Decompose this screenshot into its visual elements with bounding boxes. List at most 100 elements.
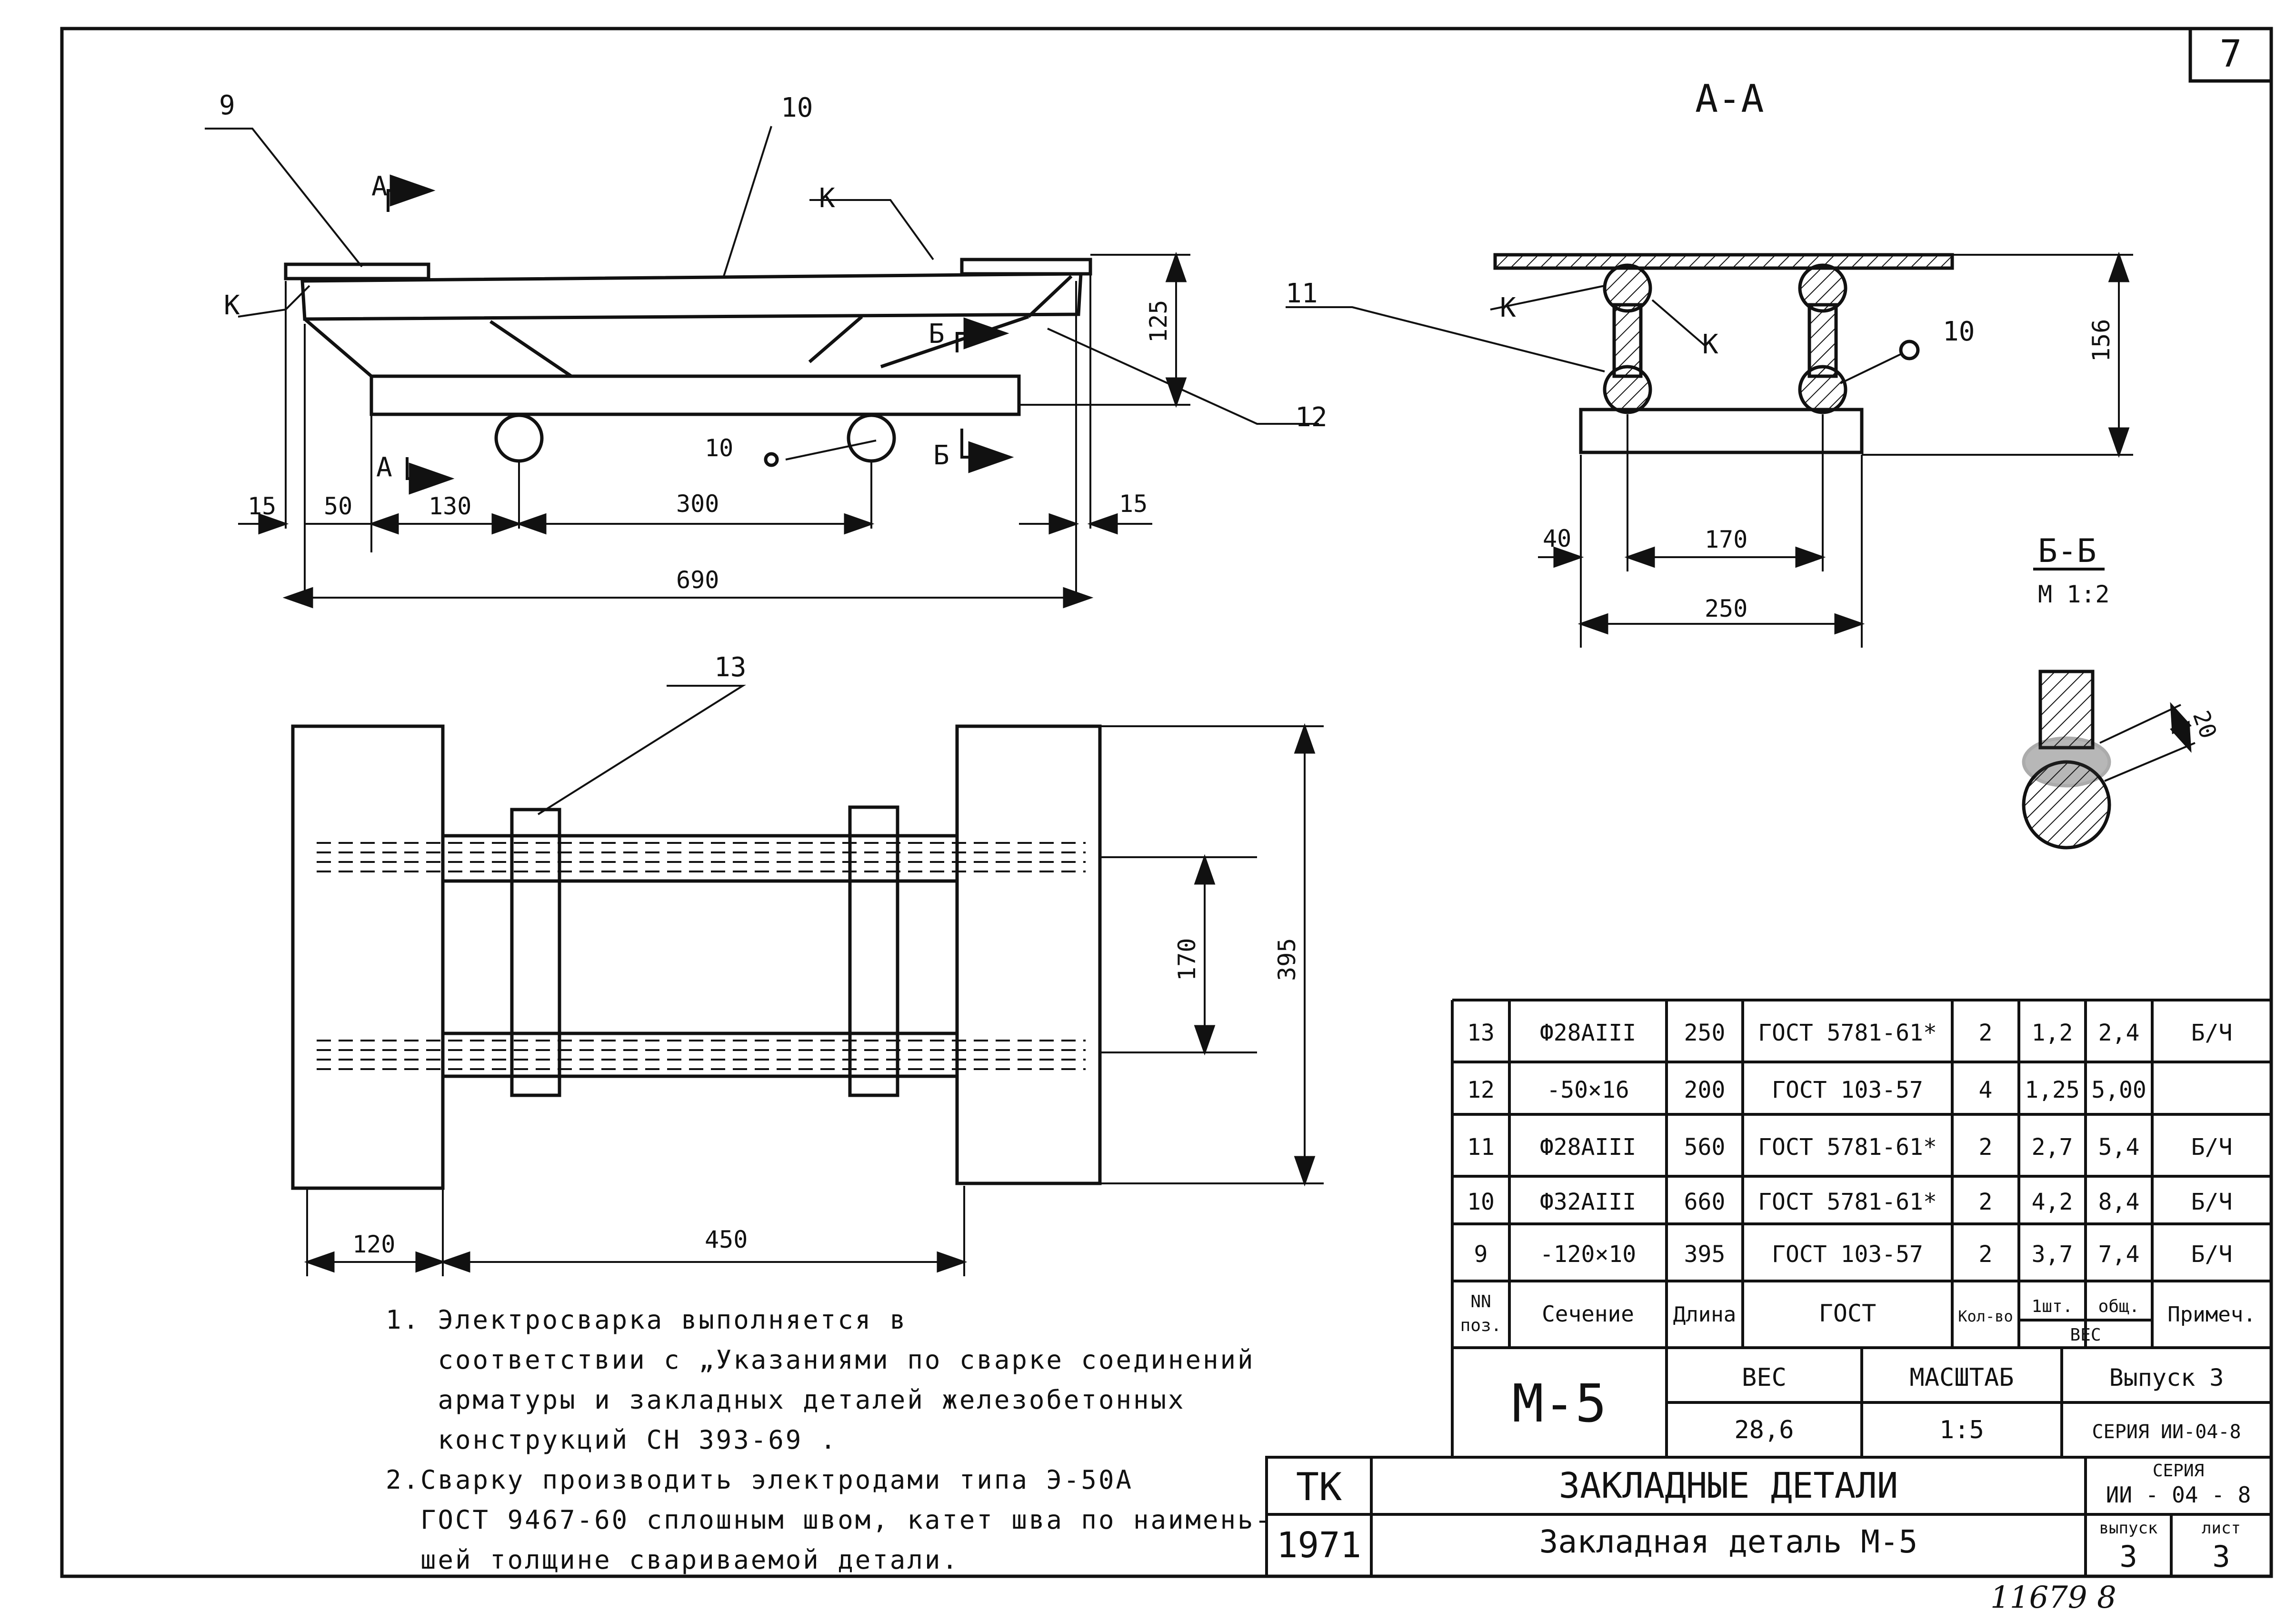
series-label: СЕРИЯ: [2153, 1461, 2204, 1481]
section-bb: [2022, 568, 2196, 850]
plan-plate-9-right: [955, 724, 1102, 1185]
plan-plate-9-left: [291, 724, 445, 1190]
bar-10-top: [300, 272, 1083, 321]
table-cell: ГОСТ 5781-61*: [1758, 1189, 1937, 1215]
table-cell: 660: [1684, 1189, 1726, 1215]
title-line-2: Закладная деталь М-5: [1539, 1523, 1918, 1560]
table-cell: 395: [1684, 1241, 1726, 1268]
issue-label-top: Выпуск 3: [2109, 1364, 2224, 1392]
plan-bar-12-left: [510, 808, 561, 1097]
plate-9-left: [284, 262, 430, 280]
dim-300: 300: [676, 490, 719, 518]
dim-15-right: 15: [1119, 490, 1148, 518]
dim-170-plan: 170: [1173, 938, 1201, 981]
table-header-w1: 1шт.: [2032, 1297, 2073, 1316]
callout-pos-10-top: 10: [781, 92, 813, 123]
table-header-weight: ВЕС: [2070, 1325, 2101, 1345]
table-cell: 1,25: [2025, 1077, 2080, 1103]
table-row: 10: [1467, 1189, 1495, 1215]
mark-value: М-5: [1512, 1373, 1607, 1434]
table-cell: 2: [1979, 1020, 1993, 1046]
table-cell: 250: [1684, 1020, 1726, 1046]
note-2-line-3: шей толщине свариваемой детали.: [386, 1545, 959, 1575]
weight-label: ВЕС: [1742, 1363, 1787, 1392]
table-cell: Б/Ч: [2191, 1241, 2233, 1268]
dim-120: 120: [352, 1231, 395, 1258]
dim-690: 690: [676, 566, 719, 594]
section-aa-title: А-А: [1695, 77, 1764, 121]
plate-12-left: [303, 318, 577, 378]
table-cell: -120×10: [1540, 1241, 1636, 1268]
plate-9-right: [960, 258, 1092, 276]
table-cell: 4,2: [2032, 1189, 2073, 1215]
dim-125: 125: [1145, 300, 1172, 343]
dim-156: 156: [2087, 319, 2115, 362]
year: 1971: [1277, 1525, 1361, 1566]
dim-15-left: 15: [248, 492, 276, 520]
table-cell: 3,7: [2032, 1241, 2073, 1268]
table-cell: ГОСТ 5781-61*: [1758, 1020, 1937, 1046]
callout-k-left: К: [224, 290, 240, 321]
dim-395: 395: [1273, 938, 1301, 981]
table-cell: 2: [1979, 1189, 1993, 1215]
issue-value: 3: [2119, 1539, 2137, 1574]
table-row: 12: [1467, 1077, 1495, 1103]
scale-label: МАСШТАБ: [1909, 1363, 2014, 1392]
table-header-pos-2: поз.: [1460, 1316, 1502, 1335]
title-block: [1265, 1456, 2273, 1578]
mark-block: М-5 ВЕС 28,6 МАСШТАБ 1:5 Выпуск 3 СЕРИЯ …: [1512, 1363, 2241, 1444]
callout-k-aa-left: К: [1500, 292, 1516, 323]
bar-13-end-left: [494, 413, 544, 463]
bar-11-bottom: [369, 374, 1021, 416]
table-cell: 5,00: [2091, 1077, 2146, 1103]
table-cell: Б/Ч: [2191, 1134, 2233, 1161]
table-header-pos-1: NN: [1470, 1292, 1491, 1312]
table-header-length: Длина: [1673, 1302, 1736, 1327]
table-row: 13: [1467, 1020, 1495, 1046]
dim-50: 50: [324, 492, 352, 520]
org-code: ТК: [1296, 1465, 1342, 1509]
cut-a-top: А: [371, 171, 388, 202]
table-header-gost: ГОСТ: [1819, 1300, 1876, 1327]
note-1-line-2: соответствии с „Указаниями по сварке сое…: [386, 1345, 1255, 1375]
plan-view: [291, 685, 1324, 1276]
front-view-labels: 9 10 К К 12 10 А А Б Б 125 15 50 130 300…: [219, 90, 1327, 594]
table-header-note: Примеч.: [2167, 1302, 2256, 1327]
section-bb-scale: М 1:2: [2038, 581, 2110, 608]
table-cell: 1,2: [2032, 1020, 2073, 1046]
bar-13-end-right: [847, 413, 896, 463]
table-cell: ГОСТ 103-57: [1772, 1241, 1923, 1268]
sheet-label: лист: [2202, 1519, 2241, 1538]
dim-130: 130: [429, 492, 471, 520]
note-2-line-2: ГОСТ 9467-60 сплошным швом, катет шва по…: [386, 1505, 1273, 1535]
table-cell: 7,4: [2098, 1241, 2140, 1268]
sheet-number-box: [2188, 27, 2273, 83]
section-aa: [1286, 251, 2133, 648]
table-cell: -50×16: [1547, 1077, 1629, 1103]
scale-value: 1:5: [1939, 1416, 1984, 1444]
aa-bottom-bar: [1579, 408, 1864, 454]
aa-top-plate: [1493, 253, 1954, 270]
callout-pos-10-front: 10: [705, 434, 733, 462]
callout-pos-11: 11: [1286, 278, 1318, 309]
dim-20: 20: [2187, 707, 2222, 742]
callout-pos-13: 13: [714, 652, 746, 683]
table-row: 9: [1474, 1241, 1488, 1268]
table-cell: Ф32АIII: [1540, 1189, 1636, 1215]
callout-pos-10-aa: 10: [1943, 316, 1975, 347]
cut-b-bottom: Б: [933, 440, 949, 471]
table-cell: 4: [1979, 1077, 1993, 1103]
title-block-text: ТК 1971 ЗАКЛАДНЫЕ ДЕТАЛИ Закладная детал…: [1277, 1461, 2251, 1574]
series-value: ИИ - 04 - 8: [2106, 1482, 2251, 1508]
table-header-qty: Кол-во: [1958, 1307, 2013, 1325]
cut-b-top: Б: [928, 319, 945, 350]
spec-table-text: 13 Ф28АIII 250 ГОСТ 5781-61* 2 1,2 2,4 Б…: [1460, 1020, 2256, 1345]
table-cell: ГОСТ 5781-61*: [1758, 1134, 1937, 1161]
table-cell: 200: [1684, 1077, 1726, 1103]
table-row: 11: [1467, 1134, 1495, 1161]
cut-a-bottom: А: [376, 452, 392, 483]
general-notes: 1. Электросварка выполняется в соответст…: [386, 1300, 1314, 1580]
sheet-frame: [60, 27, 2273, 1578]
handwritten-number: 11679 8: [1990, 1580, 2116, 1615]
